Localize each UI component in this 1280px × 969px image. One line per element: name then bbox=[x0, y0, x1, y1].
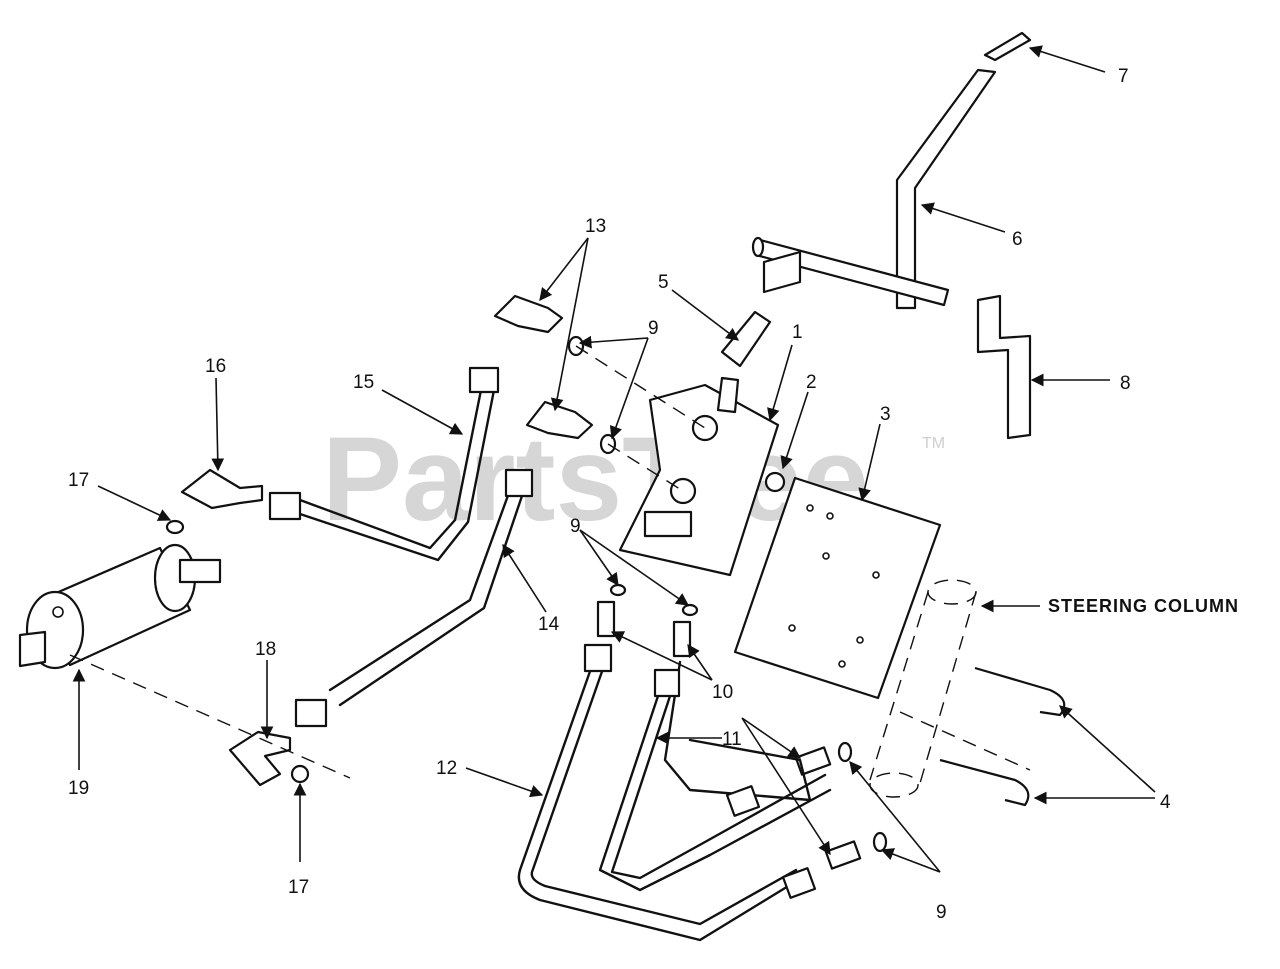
link-plate bbox=[720, 310, 772, 368]
elbow-fitting-13b bbox=[525, 400, 594, 440]
label-8: 8 bbox=[1120, 373, 1131, 394]
label-5: 5 bbox=[658, 272, 669, 293]
filter-canister bbox=[18, 543, 222, 670]
label-13: 13 bbox=[585, 216, 606, 237]
label-12: 12 bbox=[436, 758, 457, 779]
part-labels: 7 6 8 5 1 2 3 13 9 15 16 17 14 9 10 11 1… bbox=[68, 66, 1239, 923]
leader-lines bbox=[72, 45, 1156, 873]
label-10: 10 bbox=[712, 682, 733, 703]
center-lines bbox=[69, 345, 1031, 779]
label-11: 11 bbox=[722, 729, 742, 750]
elbow-fitting-18 bbox=[228, 730, 292, 787]
elbow-fitting-16 bbox=[180, 468, 264, 510]
elbow-fitting-13a bbox=[493, 294, 564, 334]
washer bbox=[764, 471, 786, 493]
label-9-upper: 9 bbox=[648, 318, 659, 339]
mounting-plate bbox=[733, 476, 942, 700]
u-bolts bbox=[939, 666, 1066, 807]
bracket bbox=[976, 294, 1032, 440]
label-18: 18 bbox=[255, 639, 276, 660]
label-19: 19 bbox=[68, 778, 89, 799]
label-14: 14 bbox=[538, 614, 560, 635]
straight-fittings bbox=[596, 600, 862, 870]
control-valve bbox=[618, 376, 780, 577]
steering-column bbox=[869, 579, 977, 798]
label-2: 2 bbox=[806, 372, 817, 393]
pedal-arm-shaft bbox=[751, 68, 997, 310]
label-17-lower: 17 bbox=[288, 877, 309, 898]
watermark-trademark: TM bbox=[922, 435, 945, 452]
label-9-lower: 9 bbox=[936, 902, 947, 923]
steering-column-label: STEERING COLUMN bbox=[1048, 596, 1239, 616]
hose-12 bbox=[517, 643, 798, 942]
pedal-pad bbox=[983, 31, 1032, 62]
label-16: 16 bbox=[205, 356, 226, 377]
label-9-middle: 9 bbox=[570, 516, 581, 537]
label-6: 6 bbox=[1012, 229, 1023, 250]
hose-14 bbox=[294, 468, 534, 728]
label-3: 3 bbox=[880, 404, 891, 425]
label-15: 15 bbox=[353, 372, 374, 393]
label-4: 4 bbox=[1160, 792, 1171, 813]
hose-15 bbox=[268, 366, 500, 562]
label-7: 7 bbox=[1118, 66, 1129, 87]
label-1: 1 bbox=[792, 322, 803, 343]
label-17-upper: 17 bbox=[68, 470, 89, 491]
